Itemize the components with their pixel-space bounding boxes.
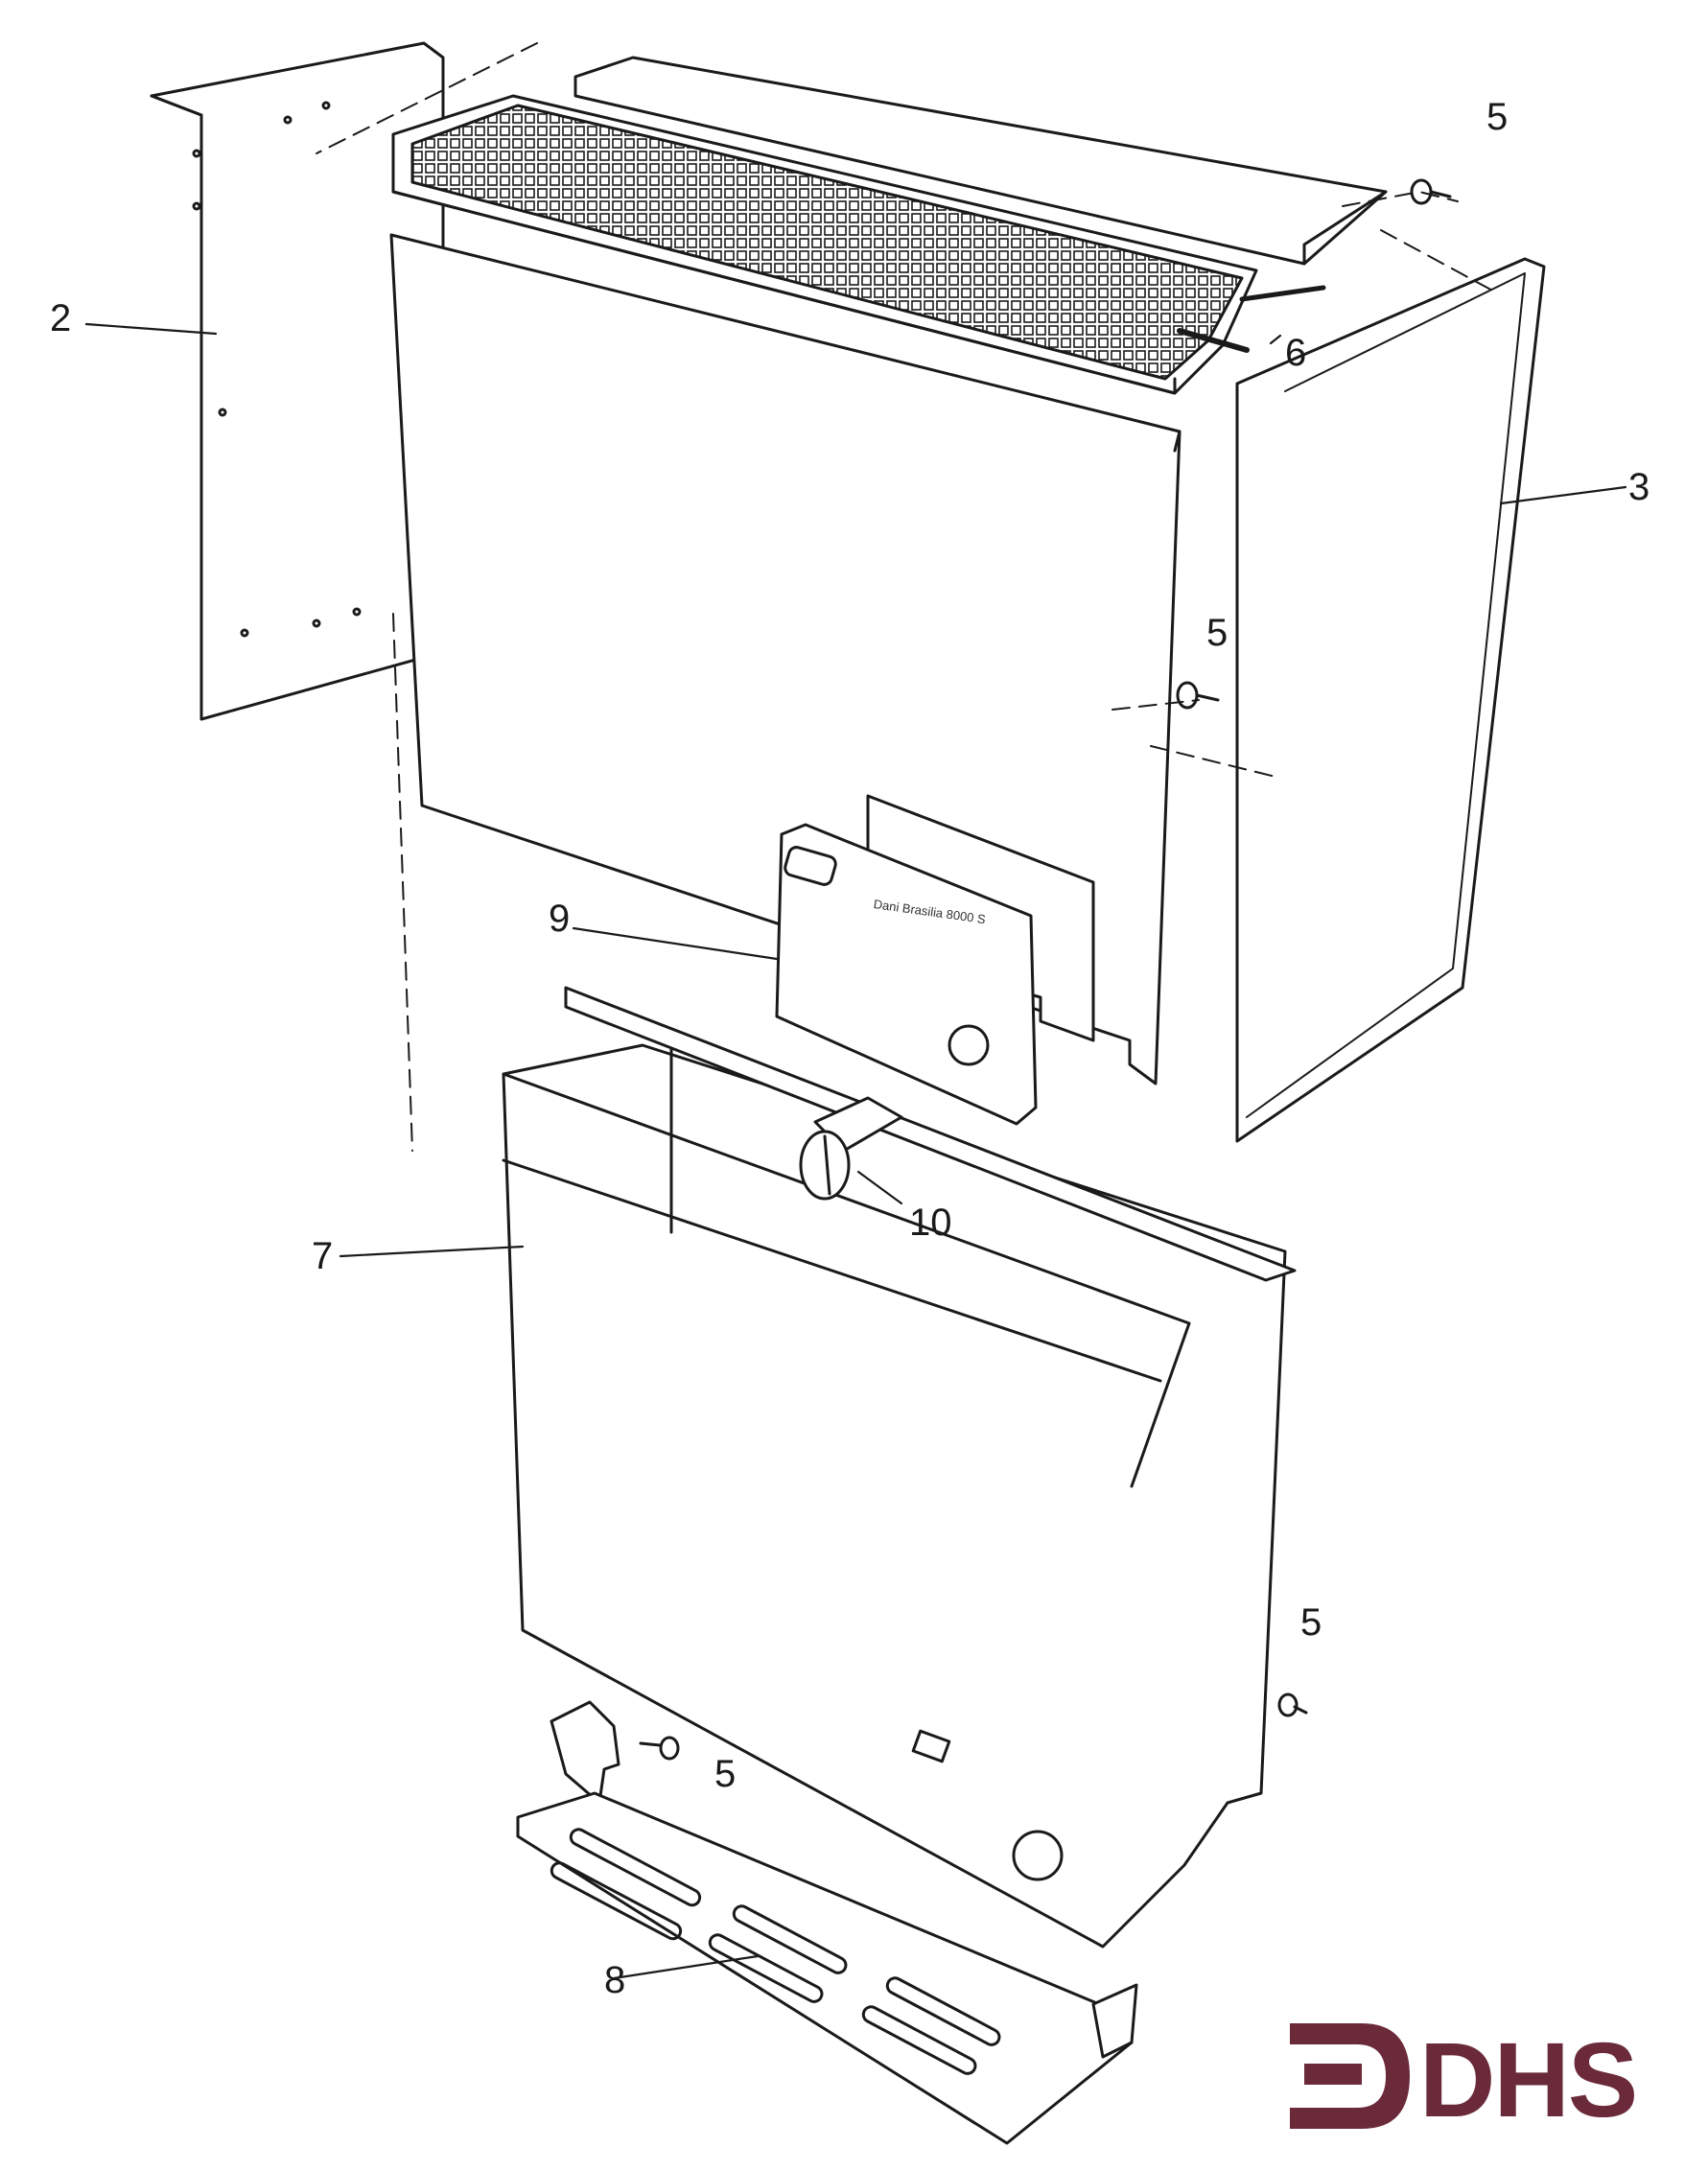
callout-9: 9: [549, 898, 571, 940]
leader-lines: [84, 322, 1627, 1980]
bottom-bracket: [550, 1700, 620, 1805]
bottom-grille: [516, 1791, 1138, 2145]
screw-bottom: [639, 1736, 680, 1761]
callout-8: 8: [604, 1959, 626, 2001]
control-panel: [775, 823, 1038, 1126]
rod: [1177, 328, 1250, 353]
top-rear-strip: [573, 56, 1388, 266]
callout-3: 3: [1628, 466, 1650, 508]
screw-top: [1410, 178, 1452, 205]
callout-7: 7: [312, 1235, 334, 1277]
screw-right: [1277, 1692, 1308, 1717]
callout-5-right: 5: [1300, 1601, 1322, 1644]
assembly-lines: [392, 191, 1497, 1152]
dhs-logo-text: DHS: [1419, 2021, 1638, 2139]
callout-5-bottom: 5: [714, 1753, 737, 1795]
right-side-panel: [1235, 257, 1546, 1143]
control-knob: [799, 1096, 903, 1201]
callout-5-mid: 5: [1206, 612, 1228, 654]
callout-6: 6: [1285, 332, 1307, 374]
cross-rail: [564, 986, 1297, 1282]
callout-10: 10: [909, 1202, 952, 1244]
screw-mid: [1176, 681, 1220, 710]
dhs-logo-mark: [1290, 2023, 1410, 2129]
callout-2: 2: [50, 297, 72, 339]
callout-5-top: 5: [1486, 96, 1509, 138]
